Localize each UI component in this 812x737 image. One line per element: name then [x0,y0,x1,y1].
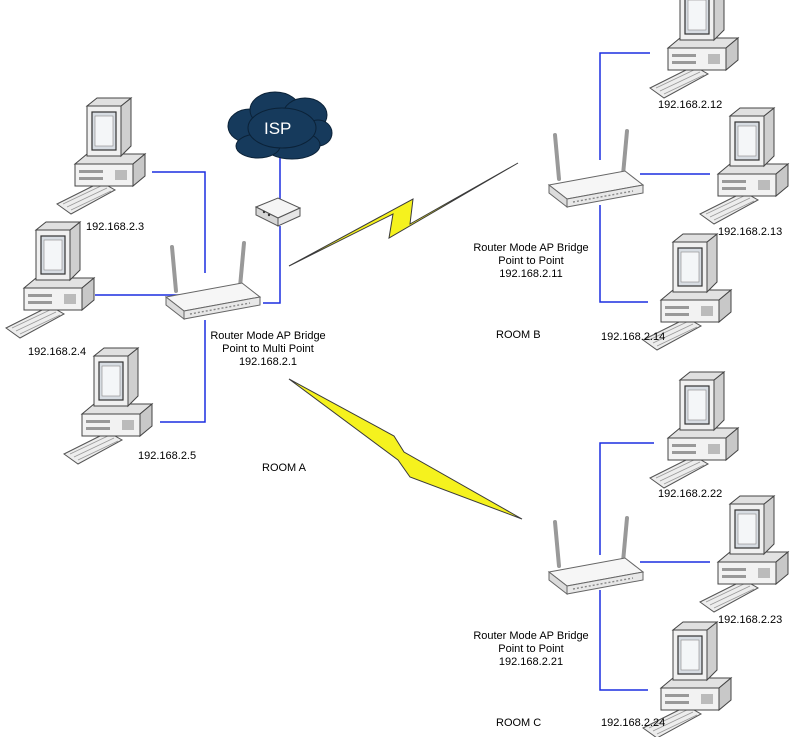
ip-label-192-168-2-12: 192.168.2.12 [658,99,722,111]
room-c-links [599,442,710,691]
router-room-c-ip: 192.168.2.21 [499,656,563,668]
router-room-a-topology: Point to Multi Point [222,343,314,355]
link-pc-192-168-2-22 [599,442,654,555]
room-b-title: ROOM B [496,329,541,341]
ip-label-192-168-2-22: 192.168.2.22 [658,488,722,500]
ip-label-192-168-2-23: 192.168.2.23 [718,614,782,626]
isp-label: ISP [264,119,291,138]
router-room-a-icon [164,241,262,321]
link-pc-192-168-2-14 [599,205,648,303]
ip-label-192-168-2-13: 192.168.2.13 [718,226,782,238]
link-pc-192-168-2-24 [599,590,648,691]
computer-room-c-2-icon [699,495,789,613]
router-room-c-mode: Router Mode AP Bridge [473,630,588,642]
computer-room-b-1-icon [649,0,739,99]
wireless-link-room-a-to-room-b [288,162,519,267]
router-room-a-ip: 192.168.2.1 [239,356,297,368]
router-room-c-topology: Point to Point [498,643,563,655]
ip-label-192-168-2-24: 192.168.2.24 [601,717,665,729]
router-room-b-ip: 192.168.2.11 [499,268,562,280]
isp-cloud-icon: ISP [227,91,333,160]
ip-label-192-168-2-14: 192.168.2.14 [601,331,665,343]
router-room-b-icon [547,129,645,209]
computer-room-b-2-icon [699,107,789,225]
link-pc-192-168-2-3 [152,171,206,273]
link-pc-192-168-2-5 [160,320,206,423]
computer-room-c-1-icon [649,371,739,489]
room-b-links [599,52,710,303]
router-room-b-mode: Router Mode AP Bridge [473,242,588,254]
link-pc-192-168-2-12 [599,52,650,160]
computer-room-a-3-icon [63,347,153,465]
modem-icon [254,197,302,227]
router-room-c-icon [547,516,645,596]
ip-label-192-168-2-5: 192.168.2.5 [138,450,196,462]
router-room-a-mode: Router Mode AP Bridge [210,330,325,342]
wireless-link-room-a-to-room-c [288,378,523,520]
computer-room-a-2-icon [5,221,95,339]
router-room-b-topology: Point to Point [498,255,563,267]
link-router-to-modem [263,226,281,304]
computer-room-a-1-icon [56,97,146,215]
room-c-title: ROOM C [496,717,541,729]
ip-label-192-168-2-4: 192.168.2.4 [28,346,86,358]
room-a-title: ROOM A [262,462,307,474]
ip-label-192-168-2-3: 192.168.2.3 [86,221,144,233]
